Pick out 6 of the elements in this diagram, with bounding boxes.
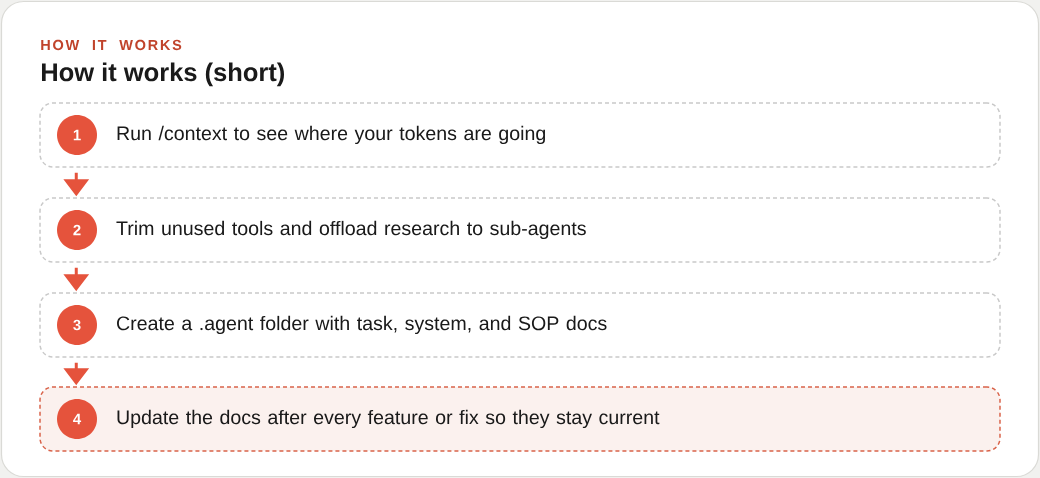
step-number: 3	[57, 305, 97, 345]
step-number: 4	[57, 399, 97, 439]
title: How it works (short)	[42, 62, 284, 87]
step-number: 1	[57, 115, 97, 155]
step-number: 2	[57, 210, 97, 250]
eyebrow-label: HOW IT WORKS	[41, 39, 182, 51]
